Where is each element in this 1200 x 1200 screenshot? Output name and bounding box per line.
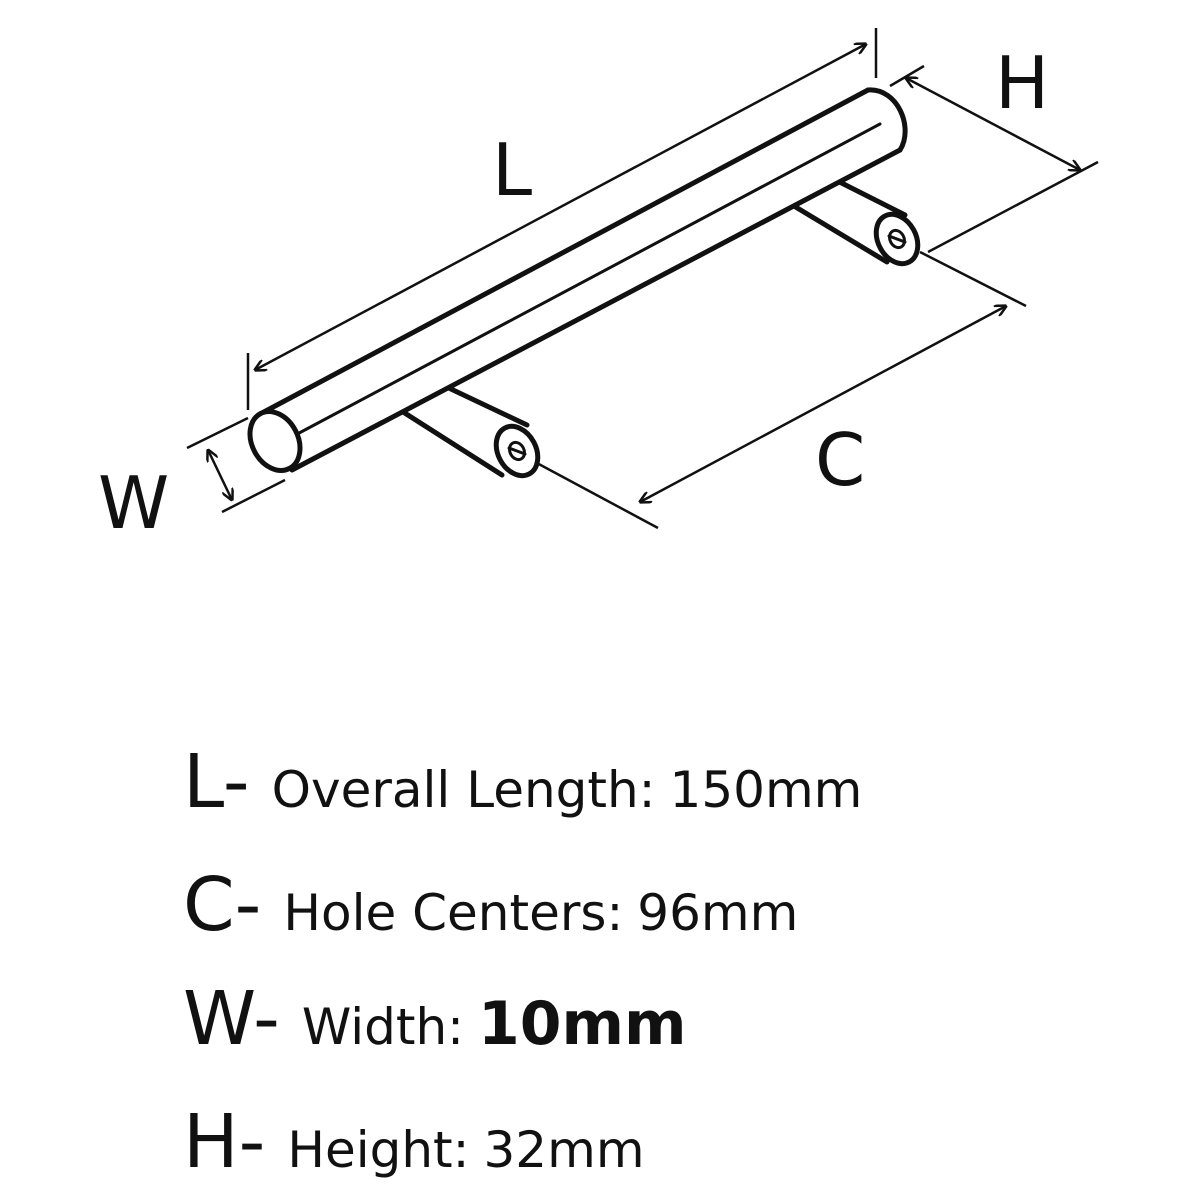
spec-letter: C- [183, 862, 262, 948]
main-bar [247, 87, 908, 473]
spec-value: 150mm [669, 761, 863, 819]
spec-name: Width: [301, 998, 464, 1056]
spec-name: Overall Length: [271, 761, 656, 819]
spec-row-length: L-Overall Length:150mm [183, 745, 862, 819]
length-label: L [492, 128, 532, 212]
spec-name: Hole Centers: [283, 884, 624, 942]
spec-row-height: H-Height:32mm [183, 1105, 645, 1179]
handle-dimension-diagram: L H C W [98, 28, 1099, 545]
spec-value: 32mm [483, 1121, 645, 1179]
spec-name: Height: [287, 1121, 470, 1179]
spec-row-width: W-Width:10mm [183, 982, 687, 1056]
spec-value: 10mm [477, 989, 687, 1059]
spec-value: 96mm [637, 884, 799, 942]
spec-row-centers: C-Hole Centers:96mm [183, 868, 798, 942]
width-label: W [98, 461, 169, 545]
dimension-lines [186, 28, 1099, 530]
spec-letter: L- [183, 739, 250, 825]
centers-label: C [815, 418, 865, 502]
spec-letter: H- [183, 1099, 266, 1185]
height-label: H [995, 41, 1049, 125]
spec-letter: W- [183, 976, 280, 1062]
